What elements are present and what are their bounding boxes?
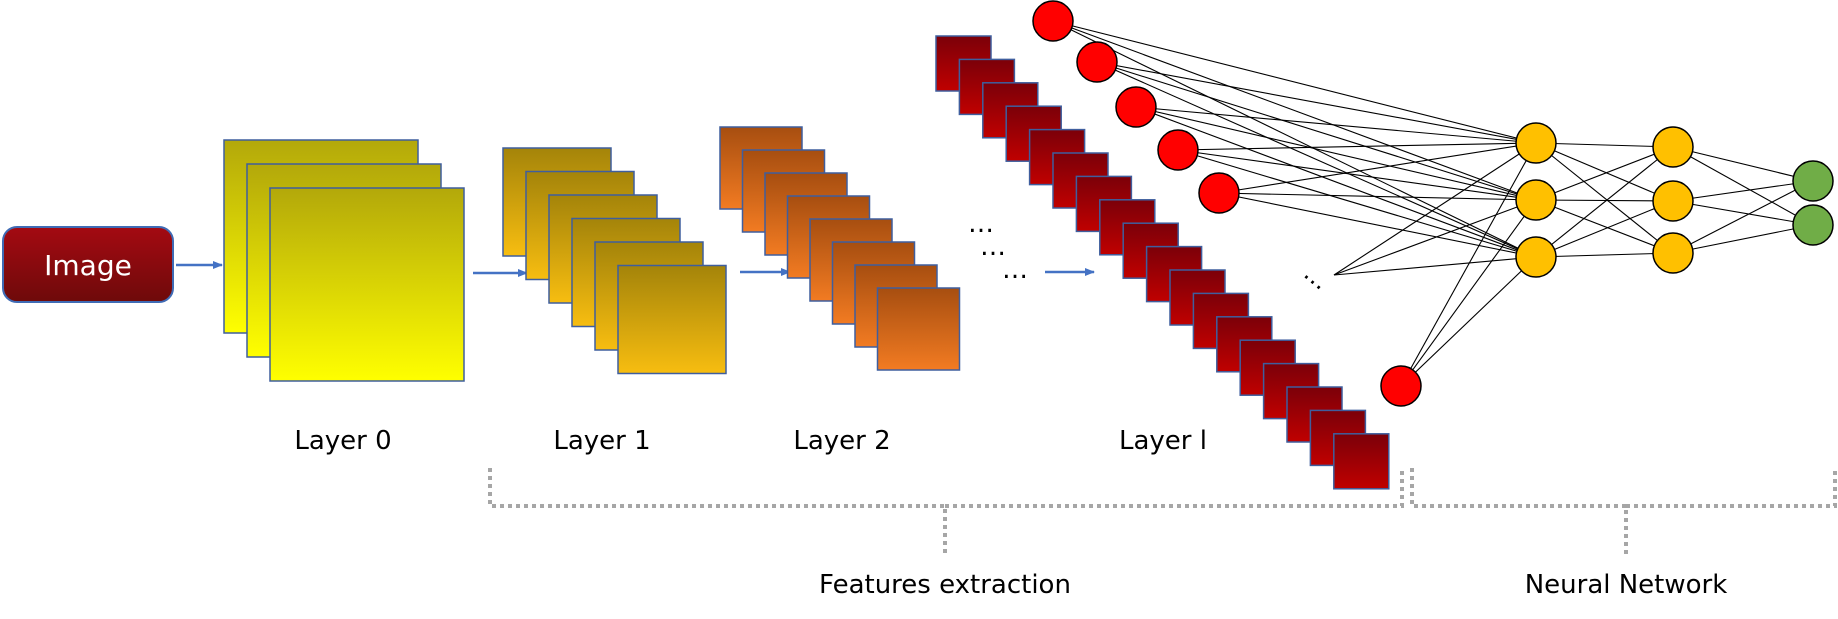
neuron-ellipsis: … bbox=[1298, 259, 1334, 296]
layer-0-label: Layer 0 bbox=[294, 426, 391, 456]
layer-l-feature-maps bbox=[935, 35, 1390, 490]
layer-1-feature-maps bbox=[502, 147, 727, 375]
edge-hidden1-1-hidden2-3 bbox=[1535, 142, 1674, 254]
edge-input-4-hidden1-2 bbox=[1177, 149, 1537, 201]
ellipsis-2: … bbox=[980, 232, 1006, 262]
neural-network-connections bbox=[1052, 20, 1814, 387]
input-neuron-6 bbox=[1380, 365, 1422, 407]
features-extraction-label: Features extraction bbox=[819, 570, 1071, 600]
image-input-label: Image bbox=[44, 249, 132, 282]
layer-l-feature-map-18 bbox=[1333, 433, 1390, 490]
group-braces bbox=[488, 468, 1837, 555]
output-neuron-2 bbox=[1792, 204, 1834, 246]
input-neuron-3 bbox=[1115, 86, 1157, 128]
neural-network-brace bbox=[1410, 468, 1837, 555]
edge-input-5-hidden1-3 bbox=[1218, 192, 1537, 258]
flow-arrows bbox=[176, 261, 1095, 277]
edge-input-2-hidden1-1 bbox=[1096, 61, 1537, 144]
edge-input-4-hidden1-3 bbox=[1177, 149, 1537, 258]
edge-hidden2-2-output-1 bbox=[1672, 180, 1814, 202]
edge-input-2-hidden1-2 bbox=[1096, 61, 1537, 201]
layer-l-label: Layer l bbox=[1119, 426, 1207, 456]
output-neuron-1 bbox=[1792, 160, 1834, 202]
edge-hidden1-2-hidden2-2 bbox=[1535, 199, 1674, 202]
edge-input-6-hidden1-1 bbox=[1400, 142, 1537, 387]
edge-hidden1-2-hidden2-1 bbox=[1535, 146, 1674, 201]
edge-hidden1-1-hidden2-1 bbox=[1535, 142, 1674, 148]
layer-1-label: Layer 1 bbox=[553, 426, 650, 456]
edge-hidden2-2-output-2 bbox=[1672, 200, 1814, 226]
input-neuron-1 bbox=[1032, 0, 1074, 42]
image-input-box bbox=[2, 226, 174, 303]
edge-hidden-ellipsis bbox=[1333, 256, 1537, 276]
edge-hidden1-3-hidden2-1 bbox=[1535, 146, 1674, 258]
ellipsis-1: … bbox=[968, 209, 994, 239]
edge-input-3-hidden1-3 bbox=[1135, 106, 1537, 258]
edge-input-2-hidden1-3 bbox=[1096, 61, 1537, 258]
edge-hidden2-3-output-2 bbox=[1672, 224, 1814, 254]
hidden1-neuron-2 bbox=[1515, 179, 1557, 221]
hidden1-neuron-3 bbox=[1515, 236, 1557, 278]
edge-input-4-hidden1-1 bbox=[1177, 142, 1537, 151]
edge-hidden2-3-output-1 bbox=[1672, 180, 1814, 254]
edge-hidden1-1-hidden2-2 bbox=[1535, 142, 1674, 202]
edge-hidden1-3-hidden2-3 bbox=[1535, 252, 1674, 258]
input-neuron-4 bbox=[1157, 129, 1199, 171]
input-neuron-2 bbox=[1076, 41, 1118, 83]
edge-hidden2-1-output-1 bbox=[1672, 146, 1814, 182]
edge-input-3-hidden1-1 bbox=[1135, 106, 1537, 144]
neural-network-neurons bbox=[1032, 0, 1834, 407]
input-neuron-5 bbox=[1198, 172, 1240, 214]
edge-hidden-ellipsis bbox=[1333, 142, 1537, 276]
hidden2-neuron-2 bbox=[1652, 180, 1694, 222]
edge-hidden1-3-hidden2-2 bbox=[1535, 200, 1674, 258]
hidden1-neuron-1 bbox=[1515, 122, 1557, 164]
layer-0-feature-map-3 bbox=[269, 187, 465, 382]
edge-hidden2-1-output-2 bbox=[1672, 146, 1814, 226]
edge-input-1-hidden1-2 bbox=[1052, 20, 1537, 201]
image-input-block: Image bbox=[2, 226, 174, 303]
layer-2-label: Layer 2 bbox=[793, 426, 890, 456]
edge-input-6-hidden1-3 bbox=[1400, 256, 1537, 387]
edge-input-1-hidden1-1 bbox=[1052, 20, 1537, 144]
edge-input-5-hidden1-1 bbox=[1218, 142, 1537, 194]
edge-hidden1-2-hidden2-3 bbox=[1535, 199, 1674, 254]
edge-input-3-hidden1-2 bbox=[1135, 106, 1537, 201]
edge-input-6-hidden1-2 bbox=[1400, 199, 1537, 387]
hidden2-neuron-3 bbox=[1652, 232, 1694, 274]
layer-1-feature-map-6 bbox=[617, 264, 727, 375]
features-extraction-brace bbox=[488, 468, 1404, 555]
layer-2-feature-map-8 bbox=[876, 287, 961, 371]
layer-0-feature-maps bbox=[223, 139, 465, 382]
edge-input-1-hidden1-3 bbox=[1052, 20, 1537, 258]
neural-network-label: Neural Network bbox=[1525, 570, 1728, 600]
hidden2-neuron-1 bbox=[1652, 126, 1694, 168]
edge-hidden-ellipsis bbox=[1333, 199, 1537, 276]
edge-input-5-hidden1-2 bbox=[1218, 192, 1537, 201]
ellipsis-3: … bbox=[1002, 255, 1028, 285]
layer-2-feature-maps bbox=[719, 126, 961, 371]
